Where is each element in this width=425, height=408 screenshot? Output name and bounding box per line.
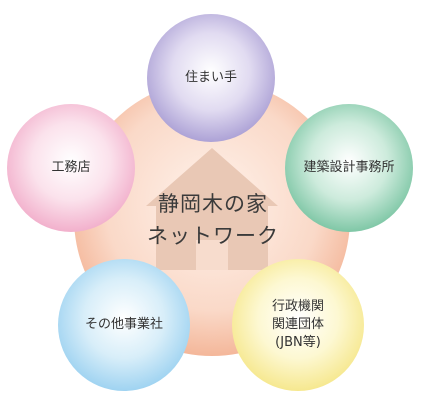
center-title-line1: 静岡木の家 — [158, 192, 268, 216]
node-top-circle — [147, 14, 275, 142]
house-icon — [146, 148, 278, 270]
node-architects: 建築設計事務所 — [285, 104, 413, 232]
node-builders-label: 工務店 — [51, 160, 91, 175]
node-builders: 工務店 — [7, 104, 135, 232]
node-residents-label: 住まい手 — [184, 70, 237, 85]
node-right-circle — [285, 104, 413, 232]
node-government-label: 行政機関 関連団体 (JBN等) — [271, 299, 324, 350]
center-title-line2: ネットワーク — [147, 224, 279, 248]
node-residents: 住まい手 — [147, 14, 275, 142]
node-bottom-right-circle — [232, 259, 364, 391]
node-government: 行政機関 関連団体 (JBN等) — [232, 259, 364, 391]
house-door — [196, 240, 228, 270]
center-title: 静岡木の家 ネットワーク — [118, 188, 308, 252]
node-architects-label: 建築設計事務所 — [303, 160, 395, 175]
node-other-businesses: その他事業社 — [58, 259, 190, 391]
node-other-businesses-label: その他事業社 — [84, 317, 163, 332]
node-left-circle — [7, 104, 135, 232]
node-bottom-left-circle — [58, 259, 190, 391]
